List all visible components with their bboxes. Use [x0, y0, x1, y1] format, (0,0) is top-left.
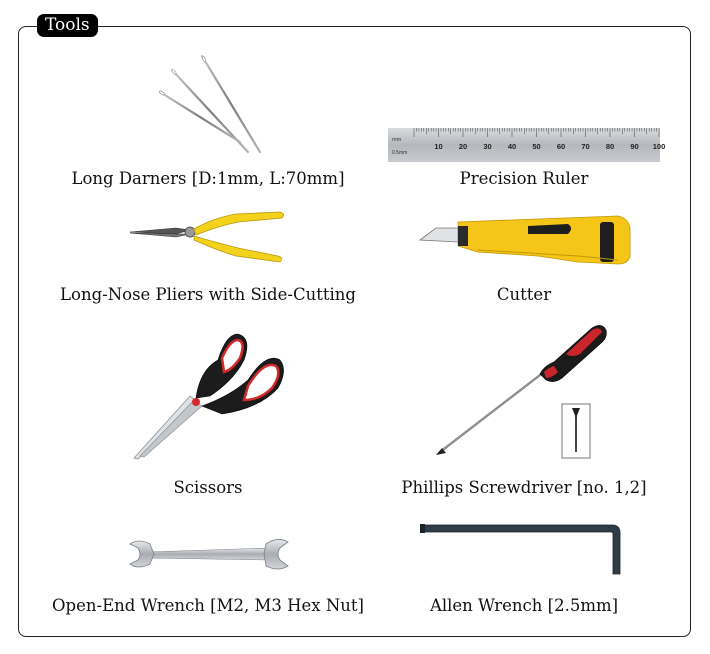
ruler-number: 90: [630, 142, 638, 151]
tools-panel-frame: [18, 26, 691, 637]
tool-label-phillips-screwdriver: Phillips Screwdriver [no. 1,2]: [401, 478, 647, 497]
ruler-number: 80: [606, 142, 614, 151]
tool-label-cutter: Cutter: [496, 285, 552, 304]
ruler-number: 10: [434, 142, 442, 151]
open-end-wrench-icon: [128, 536, 290, 574]
screwdriver-icon: [432, 322, 612, 462]
pliers-icon: [128, 208, 290, 264]
tool-label-precision-ruler: Precision Ruler: [459, 169, 589, 188]
ruler-unit-label: mm: [392, 137, 402, 143]
needles-icon: [150, 52, 270, 162]
ruler-number: 20: [459, 142, 467, 151]
ruler-number: 70: [581, 142, 589, 151]
tool-label-allen-wrench: Allen Wrench [2.5mm]: [429, 596, 619, 615]
tool-label-scissors: Scissors: [173, 478, 243, 497]
tool-label-open-end-wrench: Open-End Wrench [M2, M3 Hex Nut]: [52, 596, 364, 615]
ruler-sub-label: 0.5mm: [392, 150, 407, 156]
allen-wrench-icon: [420, 522, 624, 576]
ruler-number: 30: [483, 142, 491, 151]
tool-label-long-nose-pliers: Long-Nose Pliers with Side-Cutting: [60, 285, 356, 304]
cutter-icon: [418, 212, 634, 270]
ruler-number: 40: [508, 142, 516, 151]
ruler-icon: mm 0.5mm 10 20 30 40 50 60 70 80 90 100: [388, 128, 665, 162]
ruler-number: 60: [557, 142, 565, 151]
ruler-number: 50: [532, 142, 540, 151]
tool-label-long-darners: Long Darners [D:1mm, L:70mm]: [71, 169, 345, 188]
scissors-icon: [130, 330, 290, 460]
panel-title: Tools: [37, 14, 98, 37]
ruler-number: 100: [653, 142, 666, 151]
